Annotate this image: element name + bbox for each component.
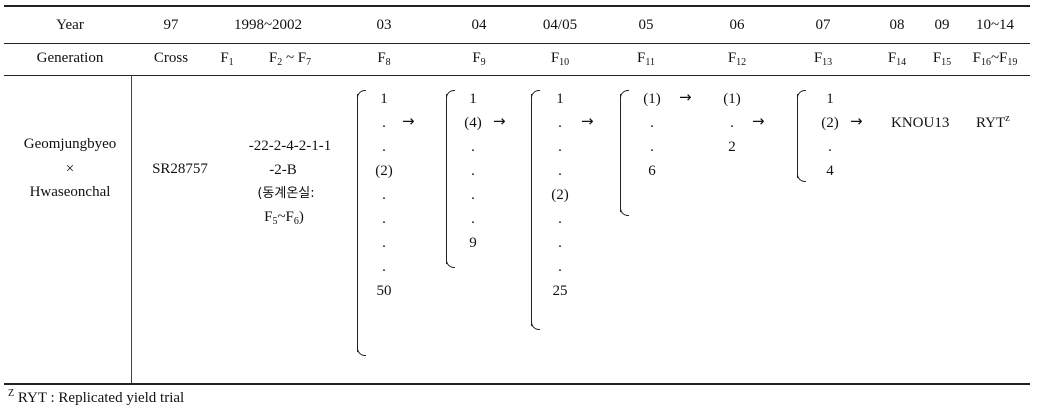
selection-line: 50 <box>376 283 392 299</box>
arrow-07-knou13: → <box>850 112 863 130</box>
header-divider <box>4 43 1030 44</box>
generation-f1: F1 <box>220 50 234 68</box>
selection-line: . <box>471 187 475 203</box>
cross-symbol: × <box>65 161 75 177</box>
generation-f10: F10 <box>550 50 570 68</box>
arrow-06-07: → <box>752 112 765 130</box>
pedigree-line1: -22-2-4-2-1-1 <box>248 138 332 154</box>
selection-line: . <box>730 115 734 131</box>
year-09: 09 <box>934 17 950 33</box>
selection-line: . <box>650 139 654 155</box>
selection-line: . <box>382 211 386 227</box>
selection-line: . <box>471 211 475 227</box>
generation-f2-f7: F2 ~ F7 <box>268 50 312 68</box>
year-10-14: 10~14 <box>975 17 1015 33</box>
selection-line: . <box>558 211 562 227</box>
arrow-03-04: → <box>402 112 415 130</box>
selection-line: . <box>558 235 562 251</box>
generation-f15: F15 <box>932 50 952 68</box>
table-bottom-rule <box>4 383 1030 385</box>
year-07: 07 <box>815 17 831 33</box>
parent-female: Geomjungbyeo <box>23 136 117 152</box>
year-1998-2002: 1998~2002 <box>233 17 303 33</box>
selection-line: 9 <box>469 235 477 251</box>
selection-line: (2) <box>375 163 393 179</box>
year-05: 05 <box>638 17 654 33</box>
selection-line: . <box>471 139 475 155</box>
selection-line: . <box>382 235 386 251</box>
generation-f14: F14 <box>887 50 907 68</box>
selection-line: (4) <box>464 115 482 131</box>
footnote: Z RYT : Replicated yield trial <box>8 388 185 406</box>
year-03: 03 <box>376 17 392 33</box>
selection-line: 25 <box>552 283 568 299</box>
generation-f11: F11 <box>637 50 655 68</box>
bracket-07 <box>797 90 806 182</box>
selection-line: (2) <box>821 115 839 131</box>
selection-line: 2 <box>728 139 736 155</box>
generation-f8: F8 <box>377 50 391 68</box>
selection-line: . <box>558 115 562 131</box>
ryt-entry: RYTz <box>976 113 1010 131</box>
year-08: 08 <box>889 17 905 33</box>
arrow-0405-05: → <box>581 112 594 130</box>
bracket-0405 <box>531 90 540 330</box>
year-label: Year <box>56 17 84 33</box>
generation-f13: F13 <box>813 50 833 68</box>
selection-line: (1) <box>723 91 741 107</box>
selection-line: . <box>382 115 386 131</box>
selection-line: 4 <box>826 163 834 179</box>
selection-line: (1) <box>643 91 661 107</box>
selection-line: . <box>558 163 562 179</box>
korean-note: (동계온실: <box>257 186 315 201</box>
selection-line: 6 <box>648 163 656 179</box>
selection-line: 1 <box>469 91 477 107</box>
first-column-divider <box>131 75 132 383</box>
selection-line: 1 <box>556 91 564 107</box>
selection-line: . <box>382 187 386 203</box>
arrow-04-0405: → <box>493 112 506 130</box>
korean-note-range: F5~F6) <box>264 209 304 227</box>
generation-f9: F9 <box>472 50 486 68</box>
generation-cross: Cross <box>153 50 189 66</box>
bracket-05 <box>620 90 629 216</box>
bracket-03 <box>357 90 366 356</box>
selection-line: . <box>828 139 832 155</box>
selection-line: 1 <box>380 91 388 107</box>
pedigree-line2: -2-B <box>269 162 297 178</box>
arrow-05-06: → <box>679 88 692 106</box>
generation-f12: F12 <box>727 50 747 68</box>
bracket-04 <box>446 90 455 268</box>
year-06: 06 <box>729 17 745 33</box>
generation-label: Generation <box>36 50 104 66</box>
header-bottom-rule <box>4 75 1030 76</box>
selection-line: . <box>471 163 475 179</box>
parent-male: Hwaseonchal <box>29 184 111 200</box>
final-line-knou13: KNOU13 <box>891 115 950 131</box>
year-04-05: 04/05 <box>542 17 578 33</box>
selection-line: 1 <box>826 91 834 107</box>
selection-line: . <box>382 259 386 275</box>
table-top-rule <box>4 5 1030 7</box>
year-97: 97 <box>163 17 179 33</box>
year-04: 04 <box>471 17 487 33</box>
generation-f16-f19: F16~F19 <box>972 50 1018 68</box>
cross-code: SR28757 <box>152 161 208 177</box>
selection-line: . <box>650 115 654 131</box>
selection-line: . <box>382 139 386 155</box>
selection-line: . <box>558 259 562 275</box>
selection-line: (2) <box>551 187 569 203</box>
selection-line: . <box>558 139 562 155</box>
